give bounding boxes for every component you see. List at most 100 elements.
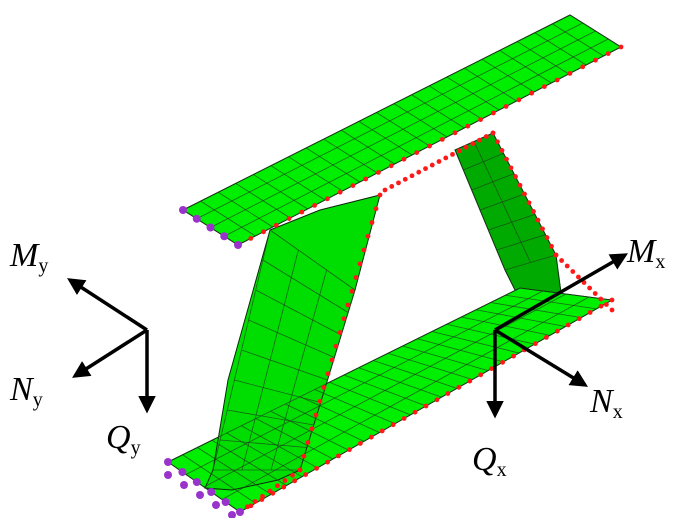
free-node	[423, 403, 429, 409]
free-node	[349, 288, 355, 294]
free-node	[508, 165, 514, 171]
mesh-line	[182, 14, 571, 211]
free-node	[382, 187, 388, 193]
free-node	[329, 357, 335, 363]
fixed-node	[179, 206, 187, 214]
mesh-line	[241, 349, 328, 381]
free-node	[321, 385, 327, 390]
free-node	[554, 328, 560, 334]
mesh-line	[241, 249, 299, 471]
free-node	[402, 176, 408, 182]
free-node	[389, 184, 395, 189]
mesh-line	[262, 259, 349, 313]
free-node	[396, 180, 401, 186]
mesh-line	[454, 149, 506, 271]
mesh-line	[212, 229, 271, 471]
free-edge-nodes	[235, 44, 624, 515]
fixed-node	[220, 232, 229, 241]
mesh-line	[234, 379, 321, 403]
fixed-node	[178, 468, 187, 476]
free-node	[252, 499, 258, 504]
free-node	[463, 144, 469, 150]
right-section-force-triad: Mx Nx Qx	[472, 233, 665, 481]
free-node	[379, 428, 385, 434]
free-node	[297, 467, 303, 473]
free-node	[470, 141, 476, 147]
free-node	[365, 233, 371, 239]
fixed-node	[236, 508, 244, 516]
free-node	[540, 226, 545, 232]
free-node	[361, 247, 367, 253]
free-node	[511, 353, 516, 359]
free-node	[275, 483, 280, 489]
free-node	[357, 441, 363, 446]
mesh-line	[167, 287, 521, 463]
fixed-node	[207, 488, 216, 496]
free-node	[554, 77, 560, 83]
free-node	[325, 459, 330, 465]
fixed-support-nodes	[164, 206, 244, 519]
fixed-node	[234, 241, 242, 249]
free-node	[325, 371, 331, 377]
free-node	[309, 426, 315, 432]
free-node	[409, 173, 415, 179]
free-node	[341, 316, 347, 322]
free-node	[363, 176, 369, 182]
fixed-node	[212, 501, 220, 509]
free-node	[303, 472, 309, 477]
free-node	[452, 130, 458, 136]
free-node	[553, 252, 559, 258]
free-node	[490, 110, 496, 116]
mesh-line	[473, 141, 531, 263]
free-node	[292, 478, 298, 484]
free-node	[609, 307, 615, 313]
free-node	[401, 156, 407, 162]
free-node	[531, 209, 536, 214]
free-node	[313, 412, 319, 418]
free-node	[478, 117, 483, 122]
free-node	[604, 302, 609, 307]
free-node	[445, 391, 451, 396]
normal-x-arrow	[494, 328, 588, 387]
free-node	[273, 222, 279, 228]
free-node	[412, 409, 418, 415]
fixed-node	[221, 498, 230, 506]
free-node	[333, 343, 339, 349]
free-node	[592, 291, 598, 296]
free-node	[549, 243, 554, 249]
free-node	[567, 71, 573, 76]
free-node	[337, 189, 343, 195]
finite-element-mesh	[167, 14, 622, 513]
free-node	[467, 378, 473, 384]
mesh-line	[224, 38, 609, 237]
free-node	[443, 155, 449, 161]
free-node	[305, 440, 311, 445]
free-node	[423, 166, 428, 172]
free-node	[564, 263, 570, 269]
moment-y-arrow	[67, 278, 148, 332]
free-node	[465, 123, 471, 129]
free-node	[427, 143, 432, 149]
free-node	[416, 169, 422, 175]
free-node	[526, 200, 532, 206]
free-node	[260, 493, 265, 499]
fixed-node	[196, 491, 204, 499]
free-node	[429, 162, 435, 168]
free-node	[570, 269, 576, 274]
free-node	[377, 192, 383, 198]
free-node	[576, 274, 581, 280]
free-node	[543, 335, 549, 340]
fixed-node	[192, 478, 201, 486]
mesh-line	[196, 22, 583, 220]
mesh-line	[270, 269, 328, 471]
shear-y-label: Qy	[106, 419, 141, 459]
free-node	[357, 261, 363, 267]
free-node	[605, 51, 611, 56]
free-node	[499, 148, 505, 153]
moment-x-label: Mx	[626, 233, 665, 273]
free-node	[439, 137, 445, 142]
free-node	[353, 275, 359, 280]
free-node	[489, 366, 495, 371]
